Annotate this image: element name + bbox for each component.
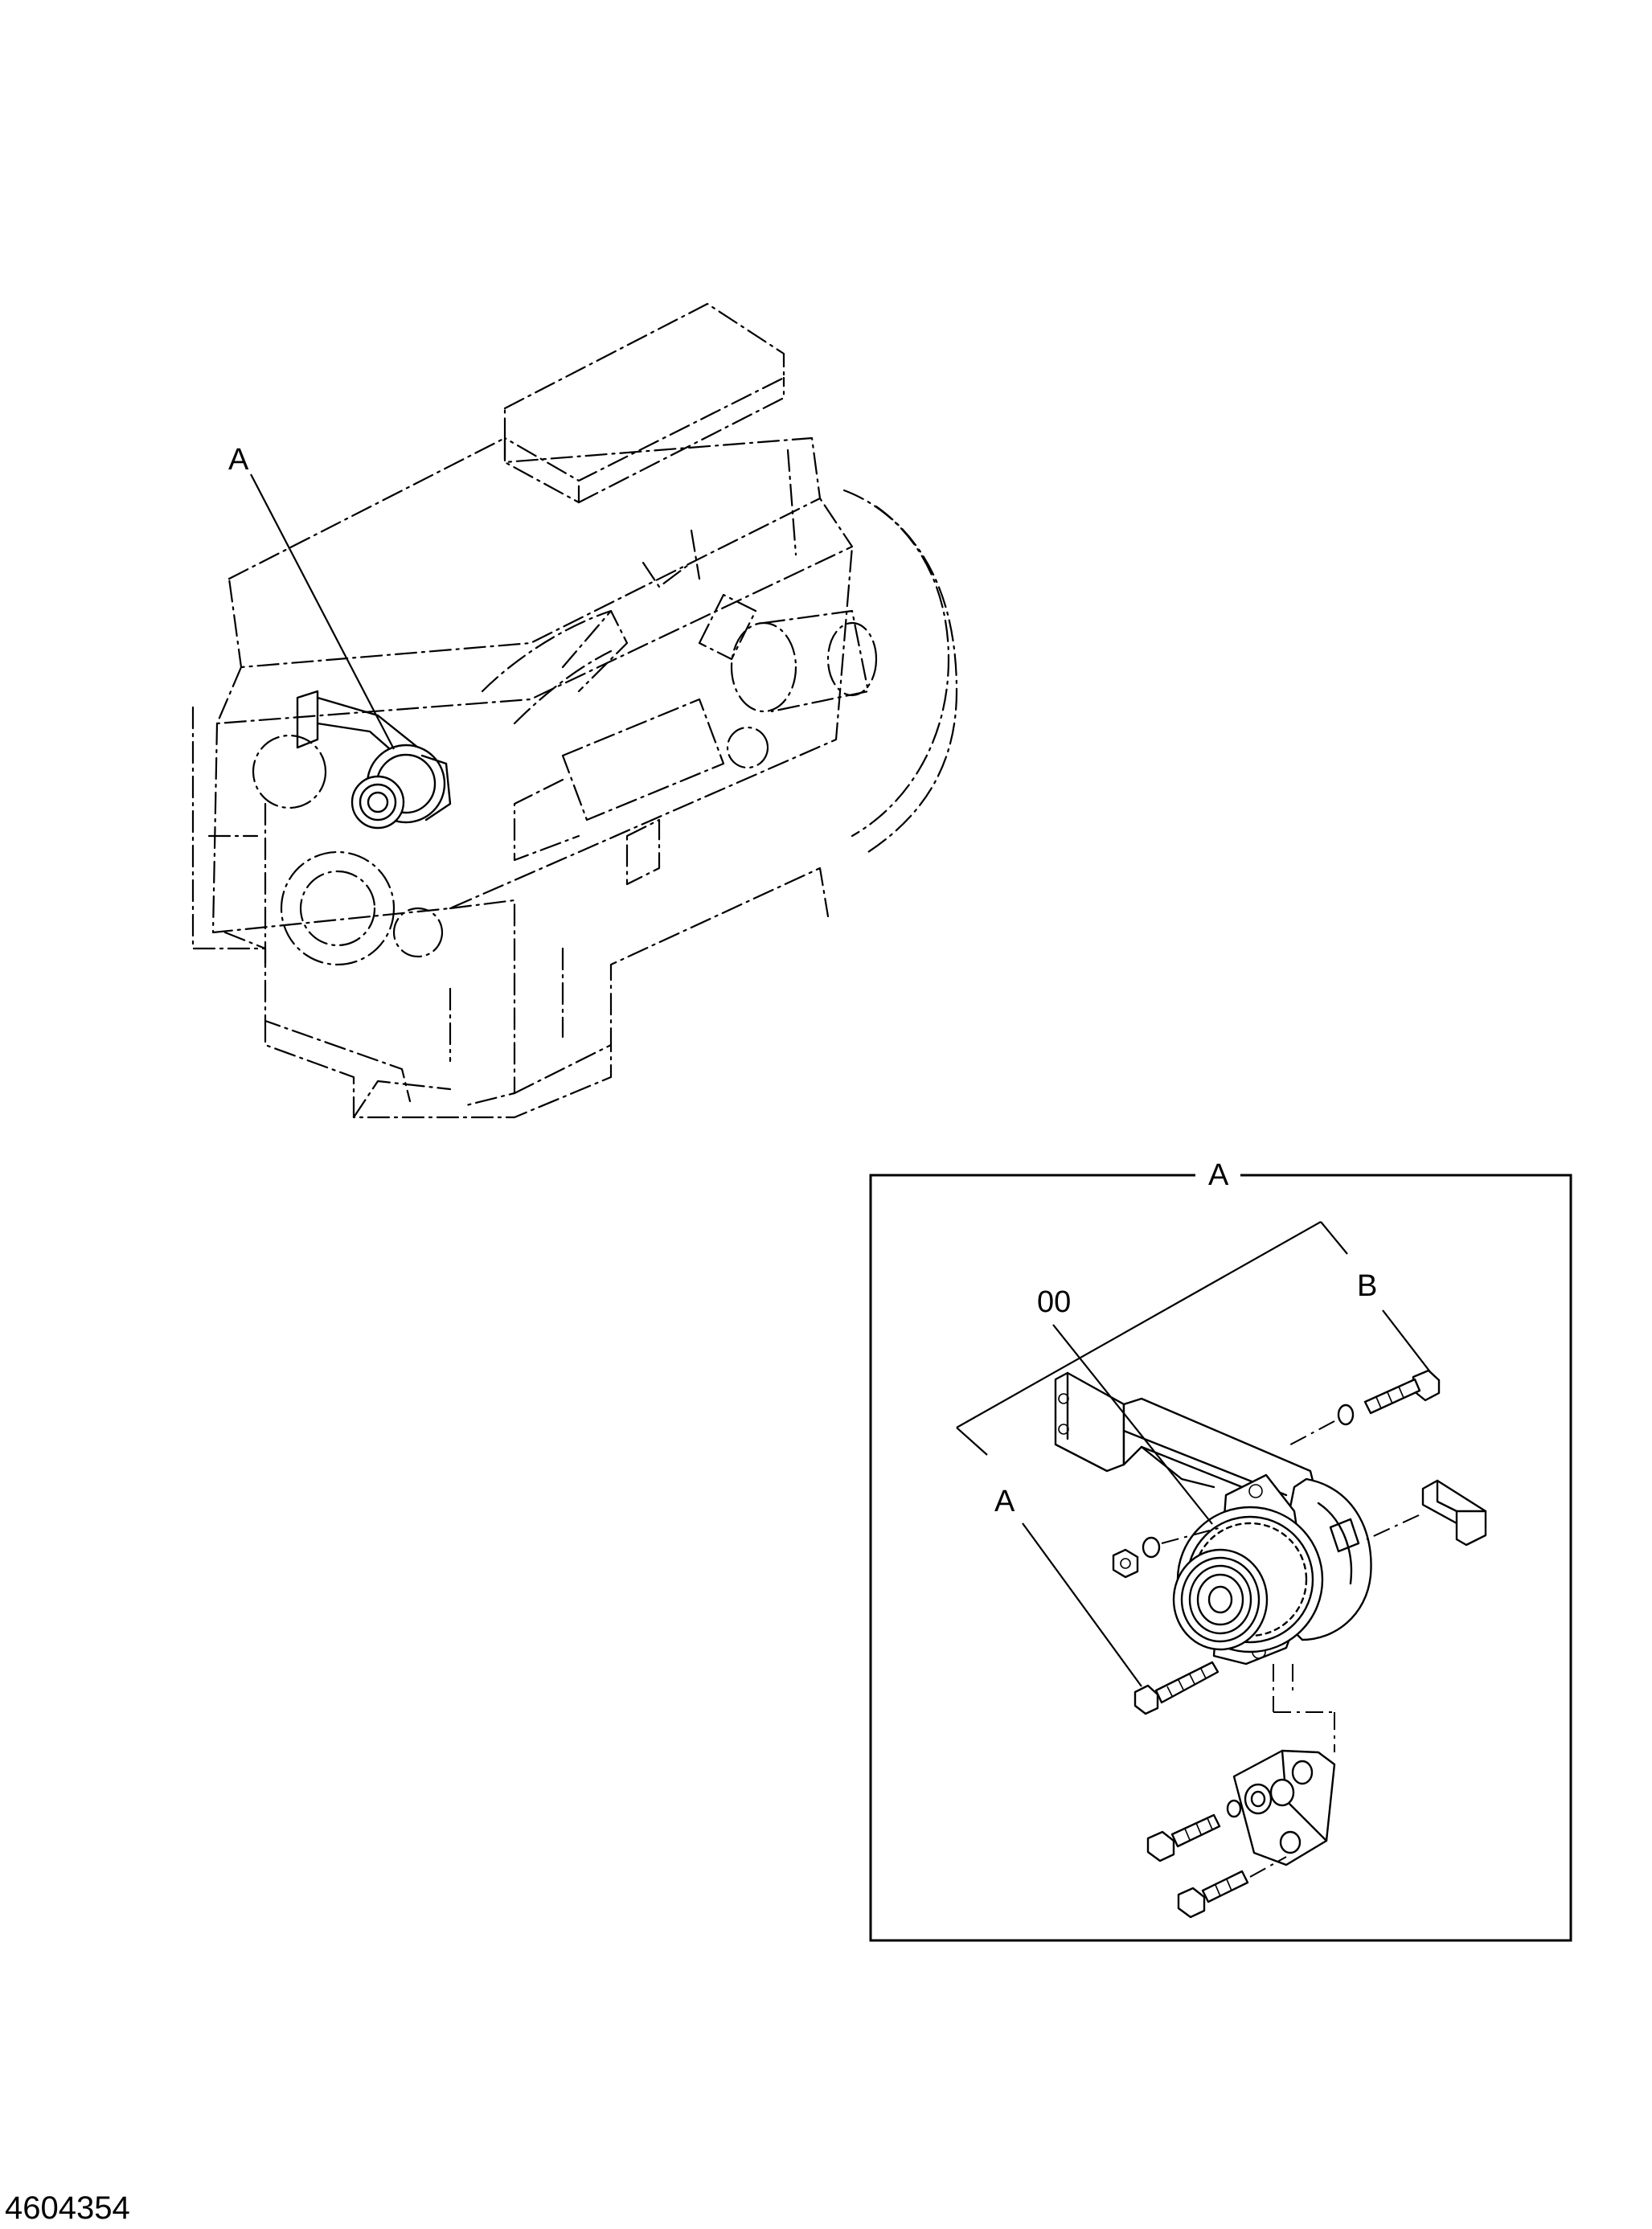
alternator-on-engine — [296, 690, 452, 830]
overview-callout-a: A — [228, 443, 395, 750]
alternator — [1172, 1473, 1372, 1666]
through-bolt-a — [1133, 1661, 1220, 1715]
detail-view-title: A — [1208, 1158, 1229, 1192]
part-number-label: 00 — [1037, 1285, 1071, 1319]
lower-bracket — [1226, 1749, 1336, 1866]
group-a-label: A — [994, 1485, 1015, 1518]
detail-view-a-frame: A — [869, 1158, 1572, 1942]
alignment-lines — [1273, 1664, 1335, 1752]
terminal-cover — [1366, 1479, 1487, 1547]
group-callouts: A B — [956, 1221, 1432, 1687]
group-b-label: B — [1357, 1269, 1377, 1303]
nut-and-washer — [1112, 1526, 1223, 1579]
overview-callout-a-label: A — [228, 443, 249, 477]
lower-bolts — [1146, 1813, 1287, 1919]
through-bolt-b — [1285, 1369, 1441, 1448]
drawing-number: 4604354 — [5, 2190, 130, 2226]
engine-phantom-outline — [191, 302, 958, 1119]
